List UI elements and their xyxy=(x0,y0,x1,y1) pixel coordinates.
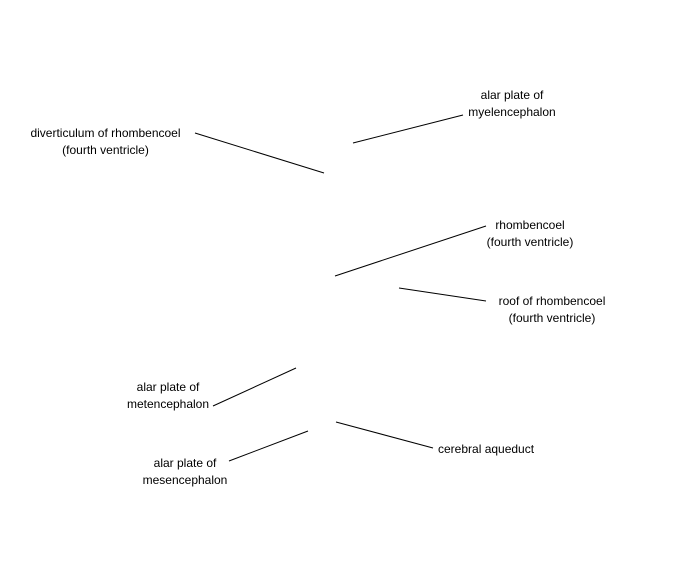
label-roof-rhombencoel: roof of rhombencoel (fourth ventricle) xyxy=(488,293,616,327)
label-line: myelencephalon xyxy=(468,105,556,119)
label-alar-plate-myelencephalon: alar plate of myelencephalon xyxy=(462,87,562,121)
label-cerebral-aqueduct: cerebral aqueduct xyxy=(438,441,534,458)
leader-line-alar-plate-mesencephalon xyxy=(228,430,309,462)
label-line: diverticulum of rhombencoel xyxy=(30,126,181,140)
label-line: (fourth ventricle) xyxy=(508,311,596,325)
label-line: mesencephalon xyxy=(142,473,228,487)
label-alar-plate-mesencephalon: alar plate of mesencephalon xyxy=(130,455,240,489)
leader-line-rhombencoel xyxy=(334,225,487,277)
leader-line-alar-plate-metencephalon xyxy=(212,367,297,407)
label-line: rhombencoel xyxy=(495,218,565,232)
label-line: metencephalon xyxy=(126,397,210,411)
leader-line-diverticulum-rhombencoel xyxy=(194,132,325,174)
label-alar-plate-metencephalon: alar plate of metencephalon xyxy=(116,379,220,413)
label-line: alar plate of xyxy=(153,456,217,470)
leader-line-cerebral-aqueduct xyxy=(335,421,434,449)
label-line: (fourth ventricle) xyxy=(486,235,574,249)
leader-line-roof-rhombencoel xyxy=(398,287,487,302)
label-line: cerebral aqueduct xyxy=(438,442,535,456)
label-line: roof of rhombencoel xyxy=(498,294,606,308)
label-diverticulum-rhombencoel: diverticulum of rhombencoel (fourth vent… xyxy=(18,125,193,159)
label-rhombencoel: rhombencoel (fourth ventricle) xyxy=(478,217,582,251)
label-line: alar plate of xyxy=(480,88,544,102)
leader-line-alar-plate-myelencephalon xyxy=(352,114,464,144)
label-line: (fourth ventricle) xyxy=(62,143,149,157)
label-line: alar plate of xyxy=(136,380,200,394)
